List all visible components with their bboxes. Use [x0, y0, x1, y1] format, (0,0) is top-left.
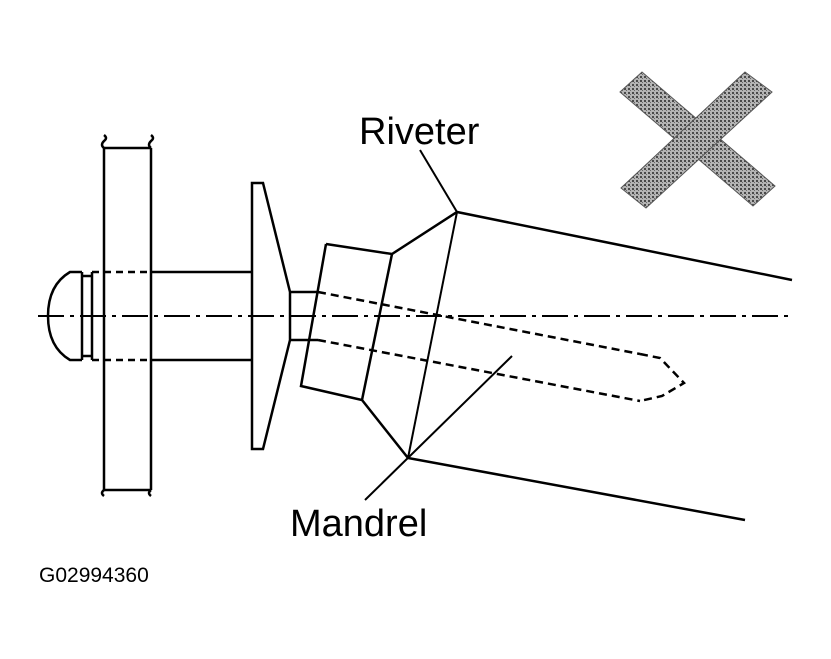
mandrel-label: Mandrel: [290, 503, 428, 545]
figure-code: G02994360: [39, 564, 149, 587]
x-mark-icon: [619, 71, 776, 209]
panel-plates: [100, 134, 155, 497]
mandrel-neck: [290, 290, 318, 342]
riveter-tool: [299, 210, 793, 522]
riveter-label: Riveter: [359, 111, 480, 153]
mandrel-leader: [364, 355, 513, 501]
riveter-leader: [419, 149, 458, 213]
leader-lines: [364, 149, 513, 501]
rivet-shank: [92, 270, 252, 362]
rivet-head: [46, 270, 94, 362]
mandrel-hidden: [317, 290, 686, 403]
